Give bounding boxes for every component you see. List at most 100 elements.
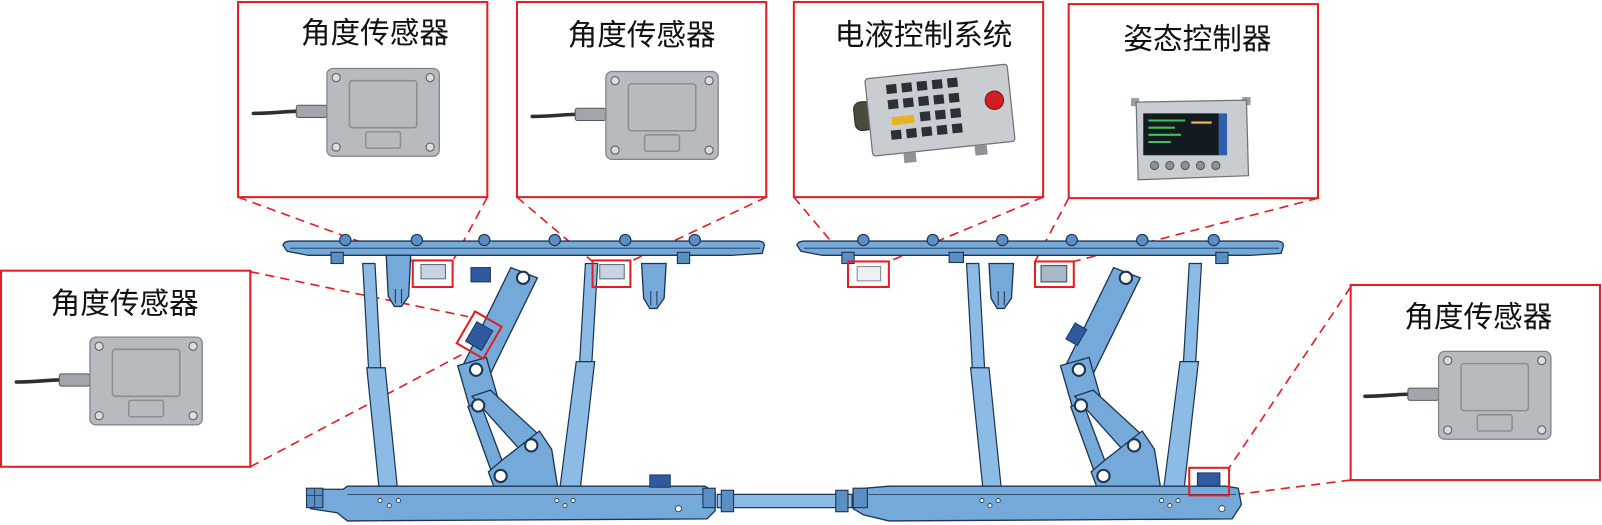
screw-icon	[94, 411, 104, 421]
base-hole	[674, 505, 682, 513]
push-tube	[716, 493, 853, 509]
sensor-nameplate	[127, 399, 165, 418]
canopy-bracket	[385, 254, 412, 308]
sensor-housing	[326, 67, 440, 157]
marker-canopy-sensor-2	[591, 259, 632, 289]
keypad-key	[919, 111, 931, 122]
keypad-key	[950, 107, 962, 119]
canopy-end-cap	[330, 251, 344, 265]
front-leg-cylinder	[366, 367, 399, 489]
canopy-lug	[1065, 233, 1078, 247]
controller-button	[1195, 160, 1206, 171]
base-hole	[979, 498, 985, 503]
controller-keypad	[885, 77, 963, 140]
angle-sensor-photo	[530, 70, 719, 160]
leader-line-left-top	[250, 270, 469, 318]
callout-top-4: 姿态控制器	[1067, 3, 1319, 200]
sensor-connector	[295, 104, 328, 118]
base-hole	[1167, 503, 1173, 509]
base-hole	[987, 503, 993, 509]
canopy-lug	[339, 233, 352, 247]
leader-line-top-4-left	[1034, 197, 1070, 262]
sensor-cover	[111, 348, 181, 398]
keypad-key	[887, 99, 899, 110]
base-end-block	[702, 487, 716, 509]
sensor-cable	[251, 109, 299, 116]
callout-top-3: 电液控制系统	[792, 1, 1045, 199]
leader-line-right-top	[1228, 286, 1352, 469]
rear-leg-rod	[578, 262, 599, 369]
canopy-bracket	[988, 262, 1015, 310]
callout-label: 角度传感器	[301, 16, 449, 50]
callout-top-1: 角度传感器	[237, 1, 489, 199]
keypad-key	[905, 128, 918, 139]
link-device	[1065, 322, 1088, 347]
hinge-joint	[493, 468, 508, 484]
callout-label: 角度传感器	[568, 18, 716, 52]
rear-leg-cylinder	[1163, 360, 1200, 489]
callout-right: 角度传感器	[1349, 283, 1601, 482]
sensor-cable	[530, 112, 577, 119]
angle-sensor-photo	[14, 336, 203, 426]
controller-button	[1180, 160, 1190, 171]
angle-sensor-photo	[1363, 350, 1552, 440]
canopy-lug	[410, 233, 424, 247]
right-hydraulic-support	[796, 233, 1285, 522]
callout-top-2: 角度传感器	[515, 1, 768, 199]
keypad-key	[933, 94, 945, 105]
base-hole	[570, 498, 576, 503]
sensor-cover	[348, 79, 418, 129]
marker-canopy-sensor-1	[411, 259, 454, 289]
keypad-key	[902, 97, 914, 108]
sensor-nameplate	[364, 130, 402, 149]
canopy-end-cap	[948, 251, 965, 264]
controller-button	[1149, 160, 1160, 171]
keypad-key	[936, 124, 948, 136]
screw-icon	[188, 411, 198, 421]
base-hole	[396, 498, 401, 503]
keypad-key	[885, 83, 898, 95]
canopy-lug	[548, 233, 561, 247]
base-end-block	[852, 487, 868, 509]
hinge-joint	[1071, 362, 1087, 377]
left-hydraulic-support	[282, 233, 766, 522]
keypad-key	[901, 82, 913, 93]
sensor-housing	[89, 336, 203, 426]
base-hole	[1218, 505, 1226, 513]
base-hole	[377, 498, 383, 503]
base-hole	[995, 498, 1001, 503]
hinge-joint	[470, 398, 486, 413]
sensor-cable	[1363, 392, 1410, 399]
keypad-key	[916, 80, 928, 91]
base-hole	[386, 503, 392, 509]
canopy-lug	[996, 233, 1009, 247]
sensor-connector	[58, 373, 91, 387]
screw-icon	[704, 76, 714, 86]
keypad-key	[951, 123, 963, 134]
base-device	[649, 474, 671, 488]
front-leg-cylinder	[969, 367, 1002, 489]
canopy-end-cap	[1215, 251, 1229, 265]
base-frame	[305, 485, 716, 522]
sensor-connector	[1407, 387, 1440, 401]
callout-label: 电液控制系统	[835, 18, 1013, 52]
leader-line-left-bottom	[249, 351, 467, 468]
sensor-nameplate	[1476, 413, 1513, 432]
canopy-lug	[1207, 233, 1220, 247]
leader-line-right-bottom	[1228, 479, 1351, 497]
screen-side-strip	[1218, 113, 1228, 156]
keypad-key	[890, 129, 902, 140]
base-hole	[554, 498, 560, 503]
hinge-joint	[524, 438, 539, 453]
base-frame	[852, 485, 1243, 522]
front-leg-rod	[965, 262, 986, 375]
screw-icon	[425, 73, 435, 83]
screw-icon	[425, 142, 435, 152]
controller-display	[891, 114, 915, 126]
canopy-angle-sensor-2	[599, 264, 625, 280]
sensor-cover	[627, 82, 697, 132]
keypad-key	[921, 126, 933, 137]
base-hole	[1159, 498, 1165, 503]
canopy-lug	[857, 233, 870, 247]
canopy-lug	[688, 233, 701, 247]
